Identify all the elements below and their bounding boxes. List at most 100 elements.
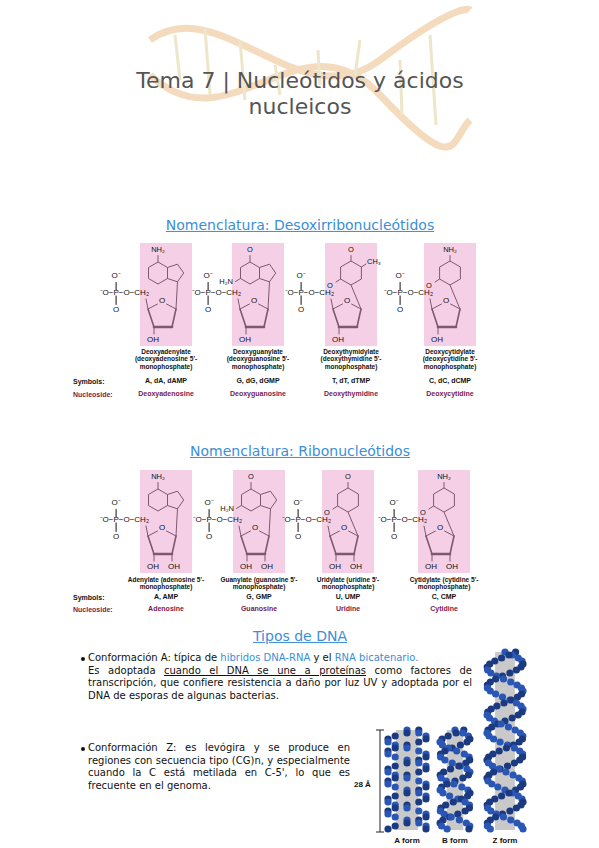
helix-backbone [392,753,399,760]
phosphate-oxygen: O [113,305,119,314]
helix-backbone [403,744,410,751]
section-heading: Nomenclatura: Ribonucleótidos [190,443,410,459]
helix-backbone [497,738,504,745]
nucleotide-name: Cytidylate (cytidine 5'-monophosphate) [398,576,490,591]
helix-backbone [403,759,410,766]
helix-backbone [415,759,422,766]
nucleoside-name: Deoxycytidine [426,390,473,398]
phosphate-group: ⁻O−P−O−CH₂ [378,515,427,524]
helix-backbone [459,774,466,781]
phosphate-group: ⁻O−P−O−CH₂ [100,288,149,297]
phosphate-group: ⁻O−P−O−CH₂ [192,288,241,297]
phosphate-oxygen: O⁻ [296,271,305,280]
helix-backbone [487,825,494,832]
symbol-value: G, GMP [246,593,271,601]
helix-backbone [446,792,453,799]
phosphate-group: ⁻O−P−O−CH₂ [193,515,242,524]
helix-backbone [392,774,399,781]
hydroxyl: OH [239,335,251,344]
nucleotide-name: Deoxyadenylate (deoxyadenosine 5'-monoph… [127,348,205,370]
helix-backbone [506,669,513,676]
helix-backbone [500,699,507,706]
helix-backbone [506,807,513,814]
helix-backbone [499,693,506,700]
nucleoside-name: Guanosine [241,605,277,613]
helix-backbone [511,759,518,766]
atom-label: O [345,473,351,481]
bullet-text: Conformación Z: es levógira y se produce… [88,742,350,791]
hydroxyl: OH [261,562,273,571]
helix-backbone [489,762,496,769]
helix-backbone [505,651,512,658]
phosphate-oxygen: O [295,532,301,541]
helix-backbone [502,768,509,775]
helix-backbone [450,780,457,787]
bullet-text: cuando el DNA se une a proteínas [164,665,366,676]
ring-oxygen: O [443,296,449,305]
helix-backbone [514,693,521,700]
helix-backbone [507,816,514,823]
dimension-tick [376,832,384,833]
helix-backbone [403,729,410,736]
helix-backbone [384,798,391,805]
helix-backbone [392,744,399,751]
helix-backbone [392,813,399,820]
form-label: Z form [493,836,518,845]
dimension-tick [376,730,384,731]
helix-backbone [403,819,410,826]
ring-oxygen: O [344,296,350,305]
helix-backbone [422,813,429,820]
helix-backbone [422,735,429,742]
helix-backbone [500,813,507,820]
nucleoside-name: Cytidine [430,605,458,613]
helix-backbone [422,795,429,802]
helix-backbone [505,723,512,730]
atom-label: H₂N [219,278,233,286]
bullet-item: Conformación A: típica de hibridos DNA-R… [88,652,472,702]
helix-backbone [384,738,391,745]
helix-backbone [422,753,429,760]
helix-backbone [453,729,460,736]
atom-label: NH₂ [151,473,165,481]
symbol-value: C, CMP [432,593,457,601]
helix-backbone [384,825,391,832]
text-block: Conformación Z: es levógira y se produce… [88,742,350,792]
helix-backbone [415,789,422,796]
nucleotide-name: Uridylate (uridine 5'-monophosphate) [302,576,394,591]
helix-backbone [457,741,464,748]
nucleotide-name: Deoxythymidylate (deoxythymidine 5'-mono… [312,348,390,370]
atom-label: CH₃ [367,258,381,266]
helix-core [396,730,418,830]
helix-backbone [519,825,526,832]
helix-backbone [415,738,422,745]
helix-backbone [450,798,457,805]
page-title: Tema 7 | Nucleótidos y ácidos nucleicos [120,68,480,121]
row-heading: Nucleoside: [73,391,113,398]
phosphate-oxygen: O [113,532,119,541]
symbol-value: U, UMP [336,593,361,601]
helix-backbone [384,768,391,775]
symbol-value: A, AMP [154,593,178,601]
atom-label: NH₂ [437,473,451,481]
atom-label: NH₂ [443,246,457,254]
nucleoside-name: Adenosine [148,605,184,613]
nucleotide-name: Guanylate (guanosine 5'-monophosphate) [213,576,305,591]
symbol-value: C, dC, dCMP [429,377,471,385]
dimension-line [380,730,381,832]
helix-backbone [392,804,399,811]
hydroxyl: OH [329,562,341,571]
helix-backbone [505,789,512,796]
hydroxyl: OH [425,562,437,571]
nucleotide-name: Deoxyguanylate (deoxyguanosine 5'-monoph… [219,348,297,370]
helix-backbone [384,750,391,757]
bullet-text: Es adoptada [88,665,156,676]
helix-backbone [403,789,410,796]
phosphate-group: ⁻O−P−O−CH₂ [285,288,334,297]
bullet-text: Conformación A: típica de [88,652,217,663]
helix-backbone [447,765,454,772]
helix-backbone [509,714,516,721]
hydroxyl: OH [332,335,344,344]
hydroxyl: OH [446,562,458,571]
ring-oxygen: O [159,523,165,532]
atom-label: O [247,246,253,254]
